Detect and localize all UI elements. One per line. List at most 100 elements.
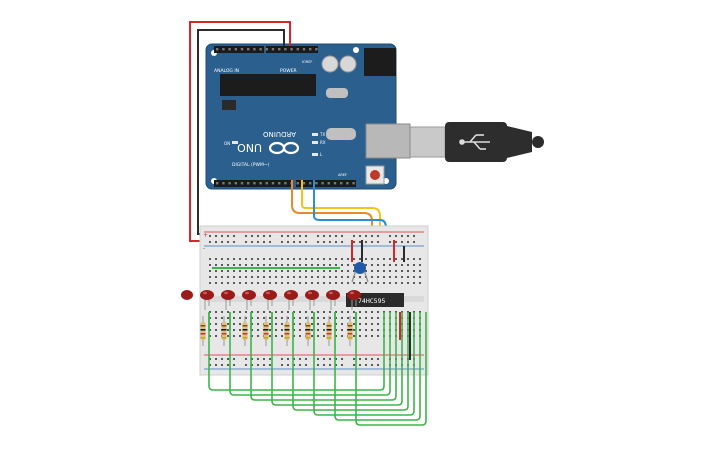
breadboard-hole[interactable] <box>317 276 319 278</box>
breadboard-hole[interactable] <box>251 282 253 284</box>
breadboard-hole[interactable] <box>341 258 343 260</box>
breadboard-hole[interactable] <box>245 317 247 319</box>
breadboard-hole[interactable] <box>239 311 241 313</box>
breadboard-hole[interactable] <box>251 364 253 366</box>
breadboard-hole[interactable] <box>269 311 271 313</box>
breadboard-hole[interactable] <box>371 270 373 272</box>
breadboard-hole[interactable] <box>293 276 295 278</box>
breadboard-hole[interactable] <box>335 358 337 360</box>
breadboard-hole[interactable] <box>371 358 373 360</box>
breadboard-hole[interactable] <box>317 270 319 272</box>
breadboard-hole[interactable] <box>389 270 391 272</box>
breadboard-hole[interactable] <box>275 282 277 284</box>
breadboard-hole[interactable] <box>401 235 403 237</box>
breadboard-hole[interactable] <box>257 276 259 278</box>
signal-wires[interactable] <box>291 180 387 262</box>
breadboard-hole[interactable] <box>371 323 373 325</box>
breadboard-hole[interactable] <box>365 235 367 237</box>
breadboard-hole[interactable] <box>365 282 367 284</box>
breadboard-hole[interactable] <box>413 270 415 272</box>
breadboard-hole[interactable] <box>359 323 361 325</box>
output-wire-5[interactable] <box>292 312 409 411</box>
breadboard-hole[interactable] <box>269 264 271 266</box>
breadboard-hole[interactable] <box>371 311 373 313</box>
breadboard-hole[interactable] <box>257 282 259 284</box>
breadboard-hole[interactable] <box>251 335 253 337</box>
breadboard-hole[interactable] <box>329 264 331 266</box>
breadboard-hole[interactable] <box>293 317 295 319</box>
breadboard-hole[interactable] <box>269 358 271 360</box>
led-7[interactable] <box>326 290 340 310</box>
breadboard-hole[interactable] <box>227 282 229 284</box>
breadboard-hole[interactable] <box>215 311 217 313</box>
breadboard-hole[interactable] <box>275 276 277 278</box>
breadboard-hole[interactable] <box>221 235 223 237</box>
breadboard-hole[interactable] <box>353 329 355 331</box>
breadboard-hole[interactable] <box>407 270 409 272</box>
breadboard-hole[interactable] <box>281 358 283 360</box>
breadboard-hole[interactable] <box>335 276 337 278</box>
breadboard-hole[interactable] <box>299 317 301 319</box>
breadboard-hole[interactable] <box>377 235 379 237</box>
breadboard-hole[interactable] <box>281 323 283 325</box>
breadboard-hole[interactable] <box>329 358 331 360</box>
breadboard-hole[interactable] <box>239 276 241 278</box>
breadboard-hole[interactable] <box>389 241 391 243</box>
breadboard-hole[interactable] <box>257 258 259 260</box>
breadboard-hole[interactable] <box>359 364 361 366</box>
breadboard-hole[interactable] <box>299 329 301 331</box>
breadboard-hole[interactable] <box>311 264 313 266</box>
breadboard-hole[interactable] <box>257 364 259 366</box>
breadboard-hole[interactable] <box>269 364 271 366</box>
resistor-4[interactable] <box>263 316 269 346</box>
breadboard-hole[interactable] <box>383 258 385 260</box>
breadboard-hole[interactable] <box>227 270 229 272</box>
breadboard-hole[interactable] <box>293 282 295 284</box>
breadboard-hole[interactable] <box>377 276 379 278</box>
breadboard-hole[interactable] <box>299 311 301 313</box>
wire-data-yellow[interactable] <box>301 180 381 262</box>
breadboard-hole[interactable] <box>281 317 283 319</box>
breadboard-hole[interactable] <box>245 276 247 278</box>
breadboard-hole[interactable] <box>413 282 415 284</box>
breadboard-hole[interactable] <box>227 235 229 237</box>
breadboard-hole[interactable] <box>209 270 211 272</box>
breadboard-hole[interactable] <box>263 311 265 313</box>
breadboard-hole[interactable] <box>227 241 229 243</box>
breadboard-hole[interactable] <box>233 311 235 313</box>
breadboard-hole[interactable] <box>317 264 319 266</box>
breadboard-hole[interactable] <box>353 264 355 266</box>
breadboard-hole[interactable] <box>317 335 319 337</box>
breadboard-hole[interactable] <box>239 317 241 319</box>
breadboard-hole[interactable] <box>281 241 283 243</box>
breadboard-hole[interactable] <box>419 270 421 272</box>
breadboard-hole[interactable] <box>311 282 313 284</box>
breadboard-hole[interactable] <box>287 276 289 278</box>
breadboard-hole[interactable] <box>209 282 211 284</box>
breadboard-hole[interactable] <box>323 335 325 337</box>
breadboard-hole[interactable] <box>323 329 325 331</box>
breadboard-hole[interactable] <box>383 264 385 266</box>
breadboard-hole[interactable] <box>335 270 337 272</box>
breadboard-hole[interactable] <box>209 276 211 278</box>
breadboard-hole[interactable] <box>347 264 349 266</box>
breadboard-hole[interactable] <box>245 258 247 260</box>
led-1[interactable] <box>200 290 214 310</box>
breadboard-hole[interactable] <box>305 282 307 284</box>
breadboard-hole[interactable] <box>389 282 391 284</box>
breadboard-hole[interactable] <box>347 311 349 313</box>
breadboard-hole[interactable] <box>233 241 235 243</box>
breadboard-hole[interactable] <box>353 311 355 313</box>
breadboard-hole[interactable] <box>317 258 319 260</box>
breadboard-hole[interactable] <box>329 276 331 278</box>
breadboard-hole[interactable] <box>395 276 397 278</box>
breadboard-hole[interactable] <box>341 358 343 360</box>
breadboard-hole[interactable] <box>257 335 259 337</box>
breadboard-hole[interactable] <box>353 235 355 237</box>
arduino-uno-board[interactable]: ARDUINO UNO ANALOG IN POWER DIGITAL (PWM… <box>205 43 411 190</box>
breadboard-hole[interactable] <box>341 282 343 284</box>
breadboard-hole[interactable] <box>311 323 313 325</box>
breadboard-hole[interactable] <box>293 329 295 331</box>
breadboard-hole[interactable] <box>311 270 313 272</box>
breadboard-hole[interactable] <box>251 235 253 237</box>
